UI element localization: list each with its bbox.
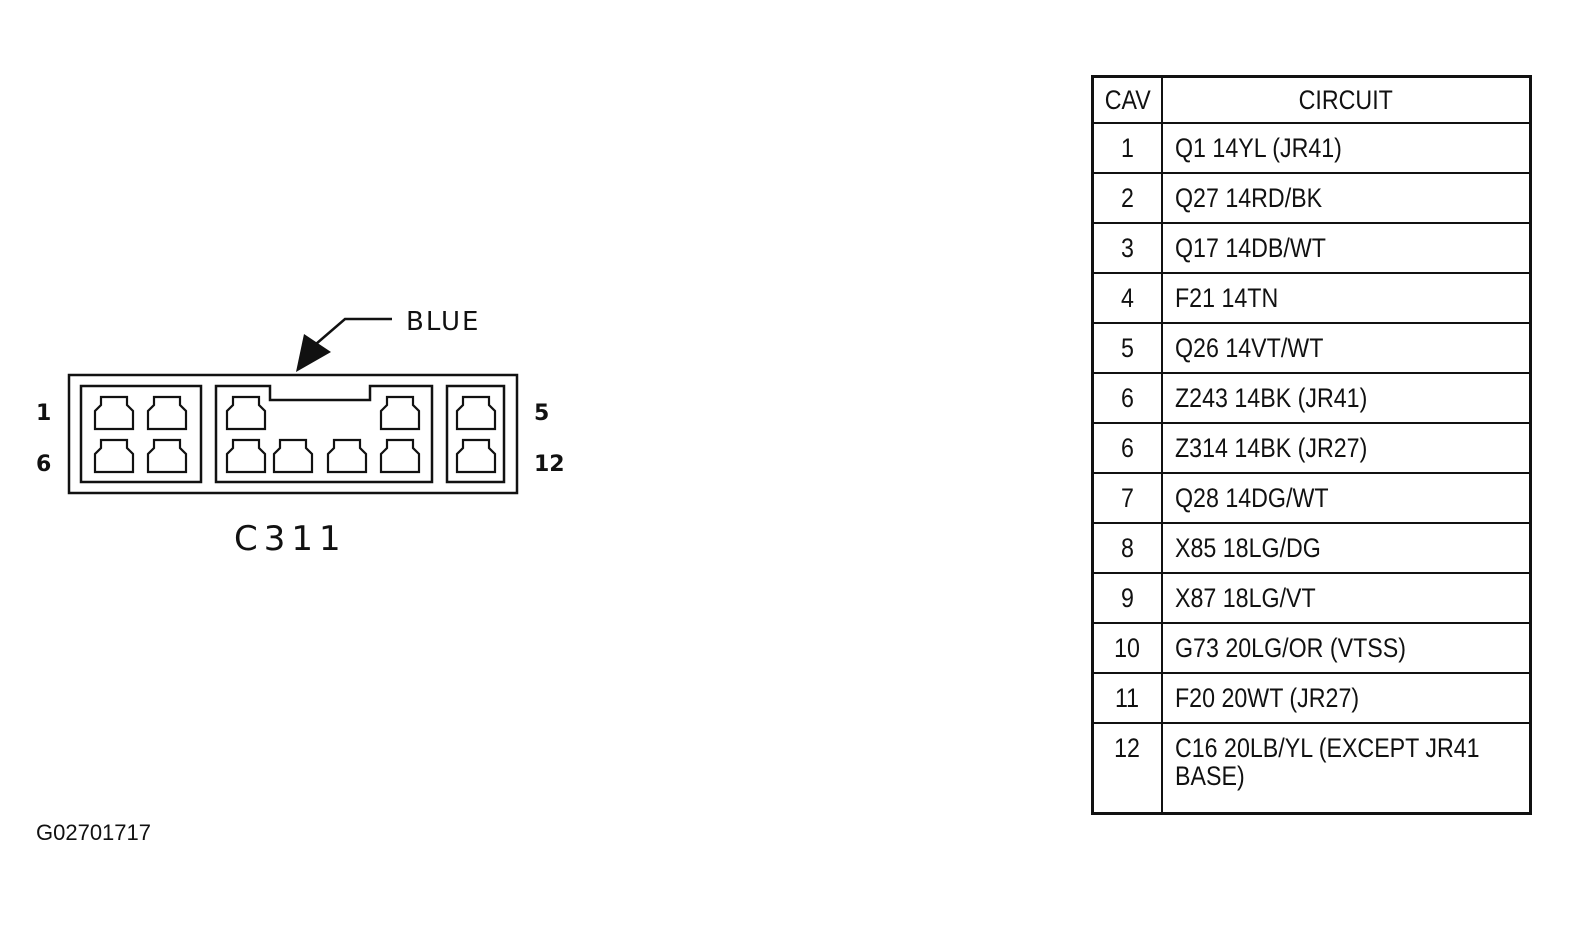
terminal-cavity (93, 438, 135, 474)
pin-label-5: 5 (534, 401, 549, 426)
cav-cell: 6 (1091, 372, 1163, 424)
circuit-cell: Q28 14DG/WT (1160, 472, 1532, 524)
cav-cell: 3 (1091, 222, 1163, 274)
cav-cell: 10 (1091, 622, 1163, 674)
table-header-row: CAV CIRCUIT (1091, 75, 1532, 124)
circuit-cell: Q26 14VT/WT (1160, 322, 1532, 374)
pin-label-6: 6 (36, 452, 51, 477)
callout-leader (315, 317, 392, 345)
circuit-cell: F20 20WT (JR27) (1160, 672, 1532, 724)
callout-arrowhead (296, 334, 331, 372)
cav-cell: 2 (1091, 172, 1163, 224)
cav-cell: 1 (1091, 122, 1163, 174)
terminal-cavity (146, 438, 188, 474)
circuit-cell: X85 18LG/DG (1160, 522, 1532, 574)
figure-id: G02701717 (36, 820, 151, 845)
circuit-cell: Q27 14RD/BK (1160, 172, 1532, 224)
cav-cell: 6 (1091, 422, 1163, 474)
right-section (445, 384, 506, 484)
cav-cell: 4 (1091, 272, 1163, 324)
terminal-cavity (455, 395, 497, 431)
cav-cell: 7 (1091, 472, 1163, 524)
terminal-cavity (455, 438, 497, 474)
circuit-cell: G73 20LG/OR (VTSS) (1160, 622, 1532, 674)
circuit-cell: Z314 14BK (JR27) (1160, 422, 1532, 474)
terminal-cavity (146, 395, 188, 431)
pin-label-1: 1 (36, 401, 51, 426)
terminal-cavity (326, 438, 368, 474)
terminal-cavity (272, 438, 314, 474)
circuit-cell: F21 14TN (1160, 272, 1532, 324)
cav-cell: 12 (1091, 722, 1163, 815)
connector-body (67, 373, 519, 495)
terminal-cavity (225, 395, 267, 431)
cav-cell: 11 (1091, 672, 1163, 724)
middle-section (214, 384, 434, 484)
pin-label-12: 12 (534, 452, 565, 477)
circuit-cell: Z243 14BK (JR41) (1160, 372, 1532, 424)
terminal-cavity (225, 438, 267, 474)
connector-name: C311 (234, 519, 347, 559)
terminal-cavity (379, 395, 421, 431)
terminal-cavity (379, 438, 421, 474)
cav-cell: 5 (1091, 322, 1163, 374)
terminal-cavity (93, 395, 135, 431)
connector-color-label: BLUE (406, 307, 481, 337)
cavity-group (93, 395, 497, 474)
circuit-cell: Q1 14YL (JR41) (1160, 122, 1532, 174)
circuit-cell: X87 18LG/VT (1160, 572, 1532, 624)
header-cav: CAV (1091, 75, 1163, 124)
header-circuit: CIRCUIT (1160, 75, 1532, 124)
circuit-cell: Q17 14DB/WT (1160, 222, 1532, 274)
cav-cell: 9 (1091, 572, 1163, 624)
cav-cell: 8 (1091, 522, 1163, 574)
left-section (79, 384, 203, 484)
